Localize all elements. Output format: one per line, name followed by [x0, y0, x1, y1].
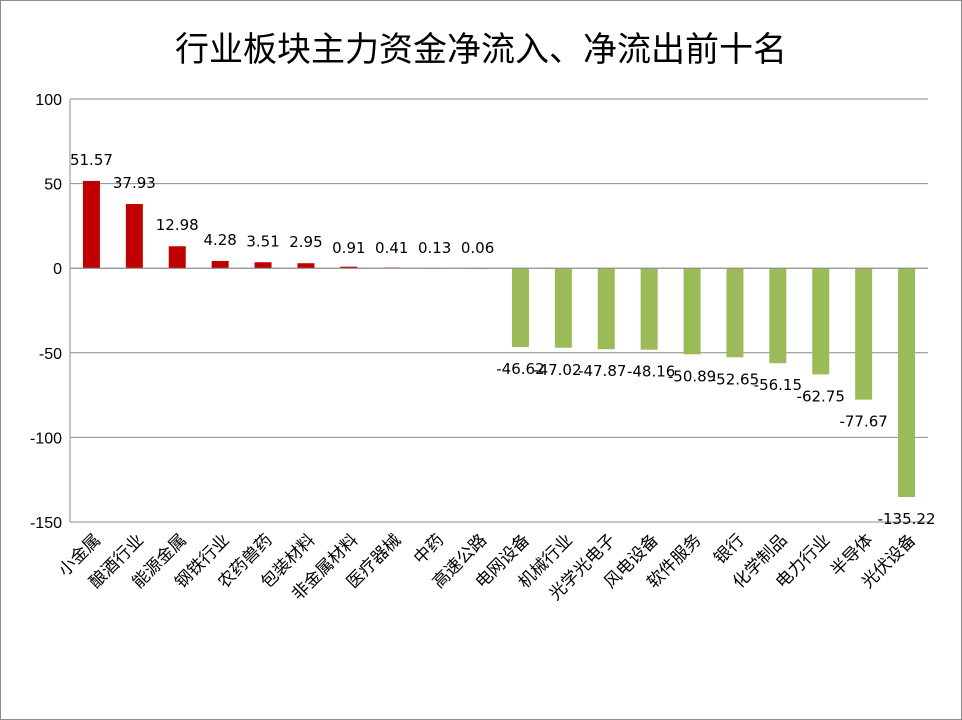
bar	[554, 268, 572, 348]
data-label: -62.75	[797, 387, 845, 405]
bar	[168, 246, 186, 269]
data-label: 2.95	[289, 233, 322, 251]
bar	[898, 268, 916, 497]
bar	[125, 204, 143, 269]
data-label: 3.51	[246, 232, 279, 250]
bar	[211, 260, 229, 269]
data-label: -50.89	[668, 367, 716, 385]
data-label: -135.22	[878, 510, 936, 528]
data-label: 51.57	[70, 151, 113, 169]
y-tick-label: 0	[53, 261, 62, 278]
data-label: 0.41	[375, 239, 408, 257]
y-tick-label: -150	[30, 515, 62, 532]
data-label: -47.02	[533, 361, 581, 379]
bar	[254, 262, 272, 269]
bar	[511, 268, 529, 348]
data-label: -52.65	[711, 370, 759, 388]
bar	[340, 266, 358, 269]
data-label: 0.06	[461, 239, 494, 257]
chart-title: 行业板块主力资金净流入、净流出前十名	[175, 30, 787, 70]
data-label: -56.15	[754, 376, 802, 394]
data-label: 0.91	[332, 239, 365, 257]
bar	[640, 268, 658, 350]
bar	[726, 268, 744, 358]
bar	[297, 263, 315, 269]
bar	[683, 268, 701, 355]
data-label: 37.93	[113, 174, 156, 192]
y-tick-label: 100	[35, 92, 62, 109]
bar	[769, 268, 787, 364]
y-tick-label: 50	[44, 177, 62, 194]
bar	[812, 268, 830, 375]
data-label: 0.13	[418, 239, 451, 257]
category-label: 银行	[710, 530, 748, 568]
bar	[597, 268, 615, 350]
data-label: -47.87	[578, 362, 626, 380]
data-label: -48.16	[627, 363, 675, 381]
data-label: 12.98	[156, 216, 199, 234]
bar	[855, 268, 873, 400]
data-label: 4.28	[203, 231, 236, 249]
data-label: -77.67	[839, 413, 887, 431]
data-label: -46.62	[496, 360, 544, 378]
category-label: 中药	[410, 530, 448, 568]
y-tick-label: -50	[39, 346, 62, 363]
bar	[82, 180, 100, 269]
y-tick-label: -100	[30, 430, 62, 447]
